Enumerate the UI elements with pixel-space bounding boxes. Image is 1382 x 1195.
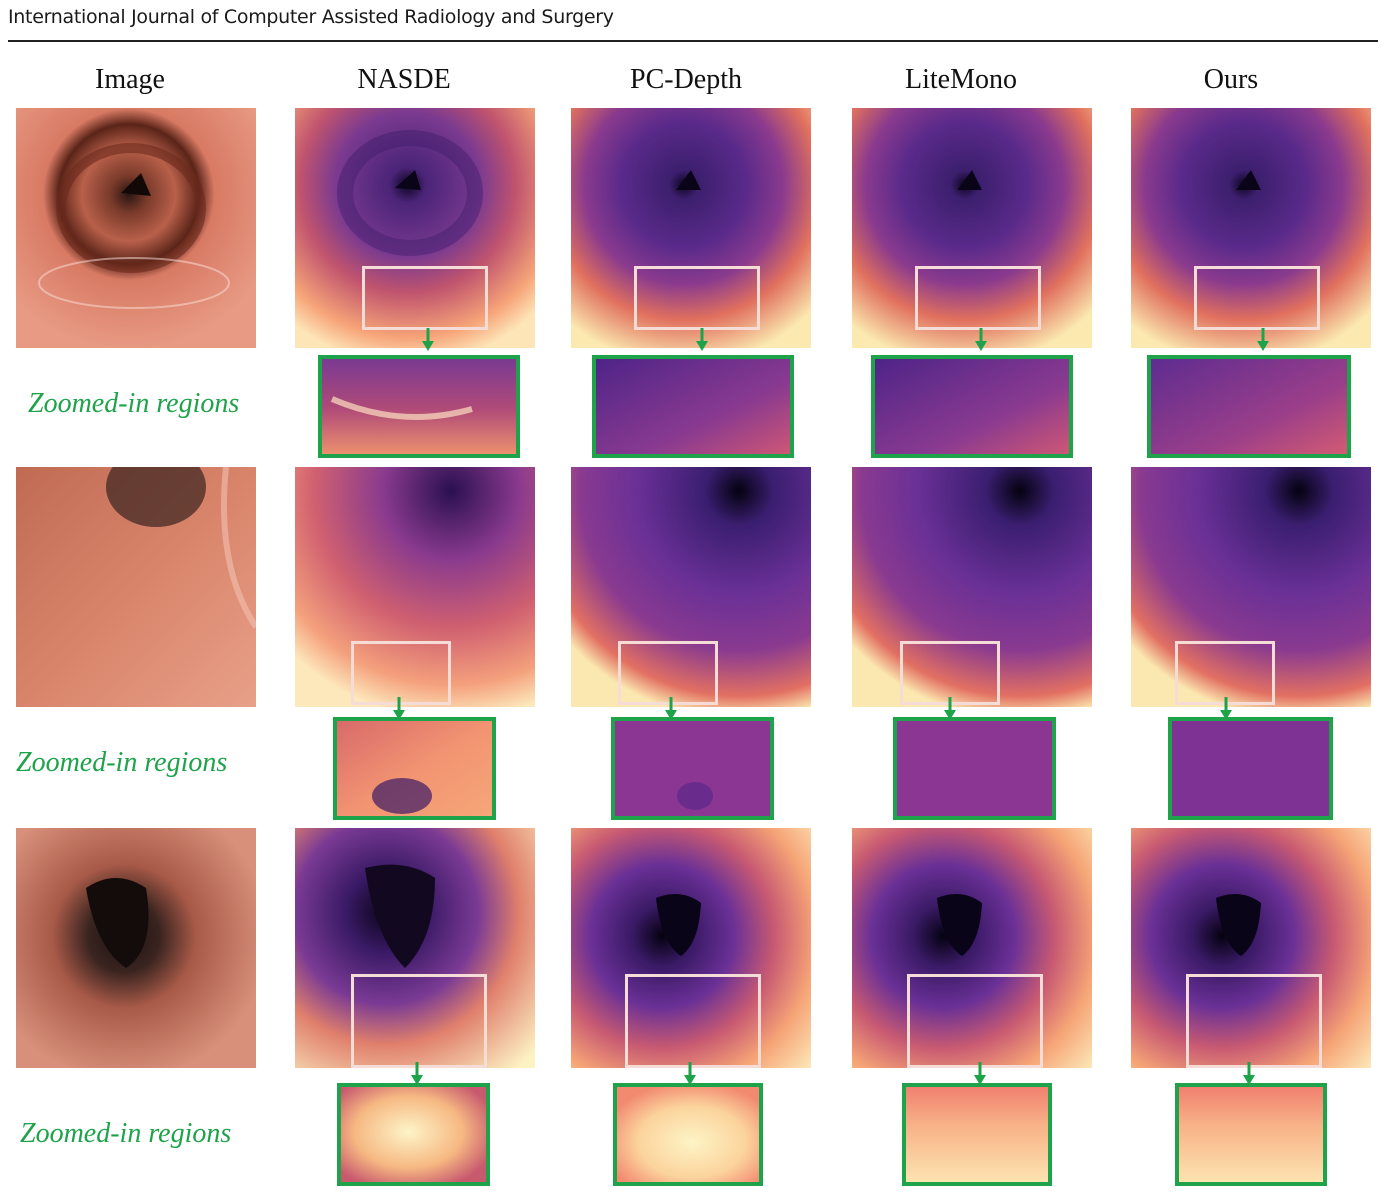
column-heading-ours: Ours	[1203, 64, 1259, 95]
depth-litemono-row-1	[852, 108, 1092, 348]
zoom-litemono-row-2	[893, 717, 1056, 820]
zoom-litemono-row-1	[871, 355, 1073, 458]
zoom-ours-row-1	[1147, 355, 1351, 458]
zoom-pc-depth-row-2	[611, 717, 774, 820]
arrow-down-icon	[665, 697, 677, 720]
depth-nasde-row-2	[295, 467, 535, 707]
arrow-down-icon	[1220, 697, 1232, 720]
zoom-pc-depth-row-1	[592, 355, 794, 458]
crop-box	[1194, 266, 1320, 330]
depth-ours-row-3	[1131, 828, 1371, 1068]
crop-box	[351, 974, 487, 1068]
header-rule	[8, 40, 1378, 42]
zoom-nasde-row-2	[333, 717, 496, 820]
depth-pc-depth-row-3	[571, 828, 811, 1068]
zoom-label-row-3: Zoomed-in regions	[20, 1118, 232, 1149]
crop-box	[900, 641, 1000, 705]
zoom-nasde-row-3	[337, 1083, 490, 1186]
depth-nasde-row-3	[295, 828, 535, 1068]
journal-header: International Journal of Computer Assist…	[8, 6, 614, 28]
depth-ours-row-2	[1131, 467, 1371, 707]
arrow-down-icon	[696, 328, 708, 351]
zoom-label-row-1: Zoomed-in regions	[28, 388, 240, 419]
zoom-label-row-2: Zoomed-in regions	[16, 747, 228, 778]
zoom-ours-row-2	[1168, 717, 1333, 820]
column-heading-pc-depth: PC-Depth	[630, 64, 742, 95]
arrow-down-icon	[1243, 1062, 1255, 1085]
arrow-down-icon	[411, 1062, 423, 1085]
arrow-down-icon	[944, 697, 956, 720]
arrow-down-icon	[684, 1062, 696, 1085]
depth-pc-depth-row-1	[571, 108, 811, 348]
crop-box	[351, 641, 451, 705]
column-heading-nasde: NASDE	[357, 64, 451, 95]
crop-box	[907, 974, 1043, 1068]
crop-box	[634, 266, 760, 330]
input-image-row-3	[16, 828, 256, 1068]
depth-pc-depth-row-2	[571, 467, 811, 707]
zoom-nasde-row-1	[318, 355, 520, 458]
crop-box	[915, 266, 1041, 330]
zoom-ours-row-3	[1175, 1083, 1327, 1186]
arrow-down-icon	[1257, 328, 1269, 351]
arrow-down-icon	[974, 1062, 986, 1085]
zoom-pc-depth-row-3	[613, 1083, 763, 1186]
input-image-row-1	[16, 108, 256, 348]
depth-litemono-row-3	[852, 828, 1092, 1068]
crop-box	[625, 974, 761, 1068]
zoom-litemono-row-3	[902, 1083, 1052, 1186]
crop-box	[618, 641, 718, 705]
input-image-row-2	[16, 467, 256, 707]
arrow-down-icon	[393, 697, 405, 720]
arrow-down-icon	[422, 328, 434, 351]
column-heading-image: Image	[95, 64, 165, 95]
depth-litemono-row-2	[852, 467, 1092, 707]
depth-nasde-row-1	[295, 108, 535, 348]
crop-box	[1186, 974, 1322, 1068]
arrow-down-icon	[975, 328, 987, 351]
crop-box	[1175, 641, 1275, 705]
column-heading-litemono: LiteMono	[905, 64, 1017, 95]
crop-box	[362, 266, 488, 330]
depth-ours-row-1	[1131, 108, 1371, 348]
